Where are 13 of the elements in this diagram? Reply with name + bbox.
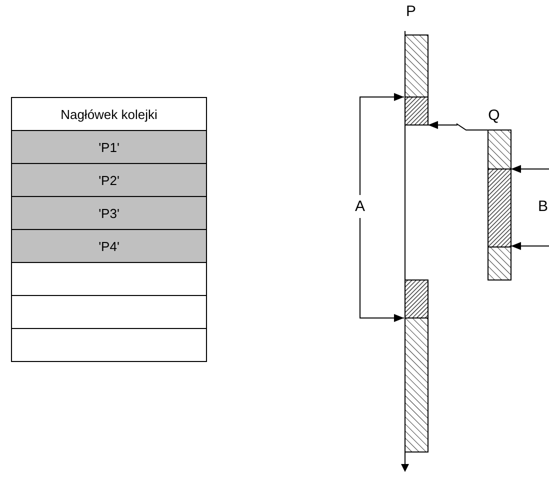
queue-cell: 'P1'	[11, 130, 207, 164]
process-name: Q	[488, 108, 500, 124]
table-header: Nagłówek kolejki	[11, 97, 207, 131]
process-name: P	[406, 4, 416, 20]
signal-arrow	[428, 121, 488, 130]
empty-cell	[11, 262, 207, 296]
queue-cell: 'P2'	[11, 163, 207, 197]
queue-cell: 'P4'	[11, 229, 207, 263]
empty-cell	[11, 295, 207, 329]
queue-cell: 'P3'	[11, 196, 207, 230]
interval-label: B	[538, 199, 548, 215]
interval-label: A	[355, 199, 366, 215]
empty-cell	[11, 328, 207, 362]
